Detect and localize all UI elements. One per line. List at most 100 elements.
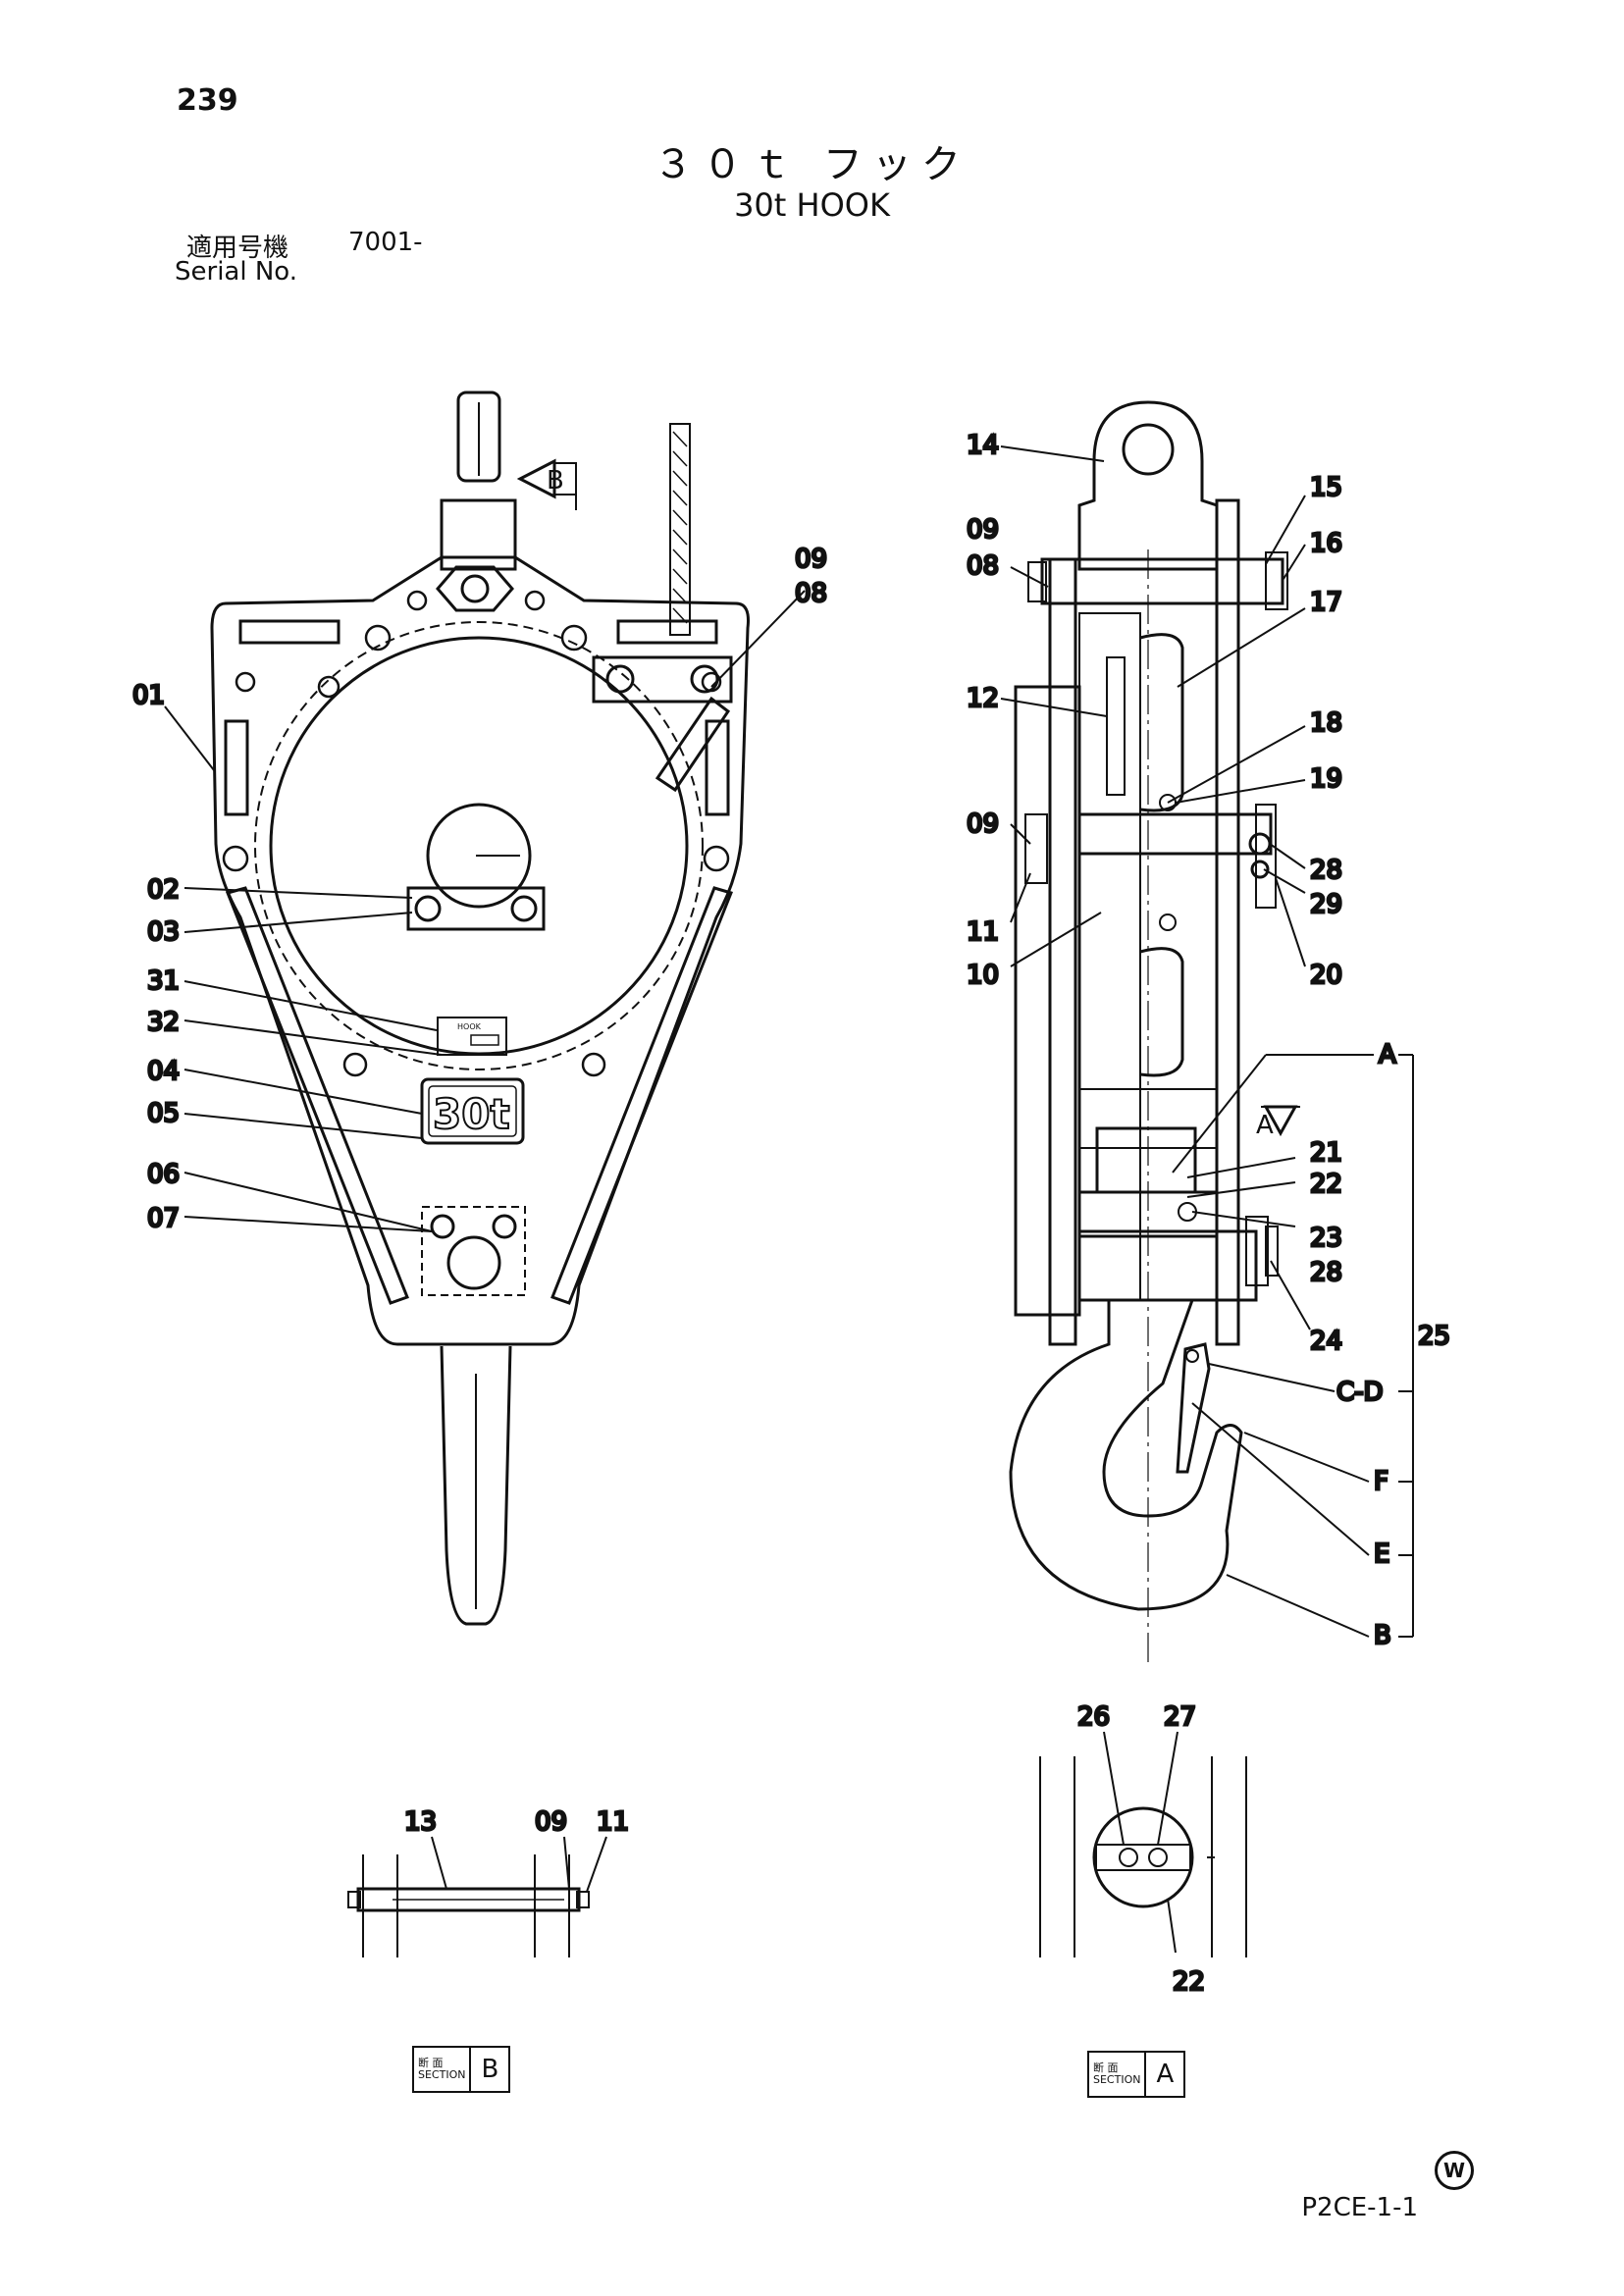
spacer-12 [1106,656,1126,796]
callout-10: 10 [967,961,999,990]
section-a-letter: A [1156,2060,1175,2089]
callout-09-side-top: 09 [967,515,999,545]
bottom-block [421,1206,526,1296]
section-a-drawing [1039,1731,1247,1957]
callout-06: 06 [147,1160,180,1189]
callout-08-side: 08 [967,551,999,581]
sheave-shaft-side [1077,812,1273,856]
callout-08-front: 08 [795,579,827,608]
callout-01: 01 [132,681,165,710]
keeper-plate [1095,1844,1191,1871]
capacity-plate-text: 30t [433,1090,510,1138]
sheave-shaft [426,803,532,909]
callout-28-bottom: 28 [1310,1258,1342,1287]
side-view: A [1009,400,1300,1668]
slot-right [705,719,730,816]
view-a-mark: A [1256,1111,1274,1140]
hook-body [1009,1299,1243,1611]
callout-25: 25 [1418,1322,1450,1351]
callout-F: F [1374,1467,1388,1496]
callout-05: 05 [147,1099,180,1128]
capacity-plate [420,1077,525,1145]
view-b-mark: B [547,466,564,496]
guard-right [550,886,733,1305]
callout-04: 04 [147,1057,180,1086]
callout-07: 07 [147,1204,180,1233]
callout-17: 17 [1310,588,1342,617]
front-leaders [164,590,806,1232]
side-callout-labels: 14 09 08 12 09 11 10 15 16 17 18 19 28 2… [966,430,1452,1652]
top-eye [1077,400,1219,571]
callout-16: 16 [1310,529,1342,558]
callout-11-side: 11 [967,917,999,947]
section-a-word: SECTION [1093,2073,1141,2086]
callout-09-front: 09 [795,545,827,574]
callout-13: 13 [404,1807,437,1837]
callout-20: 20 [1310,961,1342,990]
callout-32: 32 [147,1008,180,1037]
callout-22-section: 22 [1173,1967,1205,1997]
crosshead [1040,557,1284,605]
callout-29: 29 [1310,890,1342,919]
callout-27: 27 [1164,1702,1196,1732]
top-lug [456,391,501,483]
thrust-ring [1092,1806,1194,1908]
callout-22-side: 22 [1310,1170,1342,1199]
hook-tag-text: HOOK [457,1022,482,1031]
page-number: 239 [177,83,238,118]
serial-value: 7001- [348,228,423,257]
callout-24: 24 [1310,1327,1342,1356]
section-a-label: 断 面 SECTION A [1087,2051,1186,2098]
serial-label-en: Serial No. [175,257,297,287]
title-english: 30t HOOK [734,186,890,224]
callout-15: 15 [1310,473,1342,502]
bearing-housing [1095,1126,1197,1194]
section-b-kanji: 断 面 [418,2057,444,2069]
front-callout-labels: 01 02 03 31 32 04 05 06 07 09 08 [131,544,829,1235]
callout-B: B [1374,1621,1391,1650]
callout-09-section: 09 [535,1807,567,1837]
side-plate-outer [1048,557,1077,1346]
callout-14: 14 [967,431,999,460]
rope-socket [592,655,733,704]
side-plate [210,555,750,1346]
callout-09-side: 09 [967,809,999,839]
hook-nut [1077,1229,1258,1302]
section-b-word: SECTION [418,2068,466,2081]
callout-19: 19 [1310,764,1342,794]
guard-left [225,886,409,1305]
title-japanese: ３０ｔ フック [654,142,970,187]
callout-21: 21 [1310,1138,1342,1168]
callout-E: E [1374,1539,1389,1569]
callout-23: 23 [1310,1224,1342,1253]
sheave-profile-top [1139,633,1184,812]
hook-tag [437,1017,507,1056]
wire-rope [669,423,691,636]
safety-latch [1176,1342,1211,1474]
lug-block [440,498,517,571]
callout-28-top: 28 [1310,856,1342,885]
section-b-label: 断 面 SECTION B [412,2046,511,2093]
sheave-profile-bottom [1139,947,1184,1077]
section-a-kanji: 断 面 [1093,2061,1119,2074]
slot-top-left [238,619,341,645]
callout-A: A [1379,1040,1396,1070]
side-leaders [1000,445,1414,1638]
callout-18: 18 [1310,708,1342,738]
callout-31: 31 [147,966,180,996]
top-nut [436,565,514,612]
sheave-housing [1014,685,1081,1317]
callout-03: 03 [147,917,180,947]
callout-02: 02 [147,875,180,905]
serial-label-jp: 適用号機 [186,234,289,263]
publisher-mark: W [1435,2151,1474,2190]
callout-11-section: 11 [597,1807,629,1837]
slot-left [224,719,249,816]
drawing-reference: P2CE-1-1 [1301,2193,1418,2222]
section-b-letter: B [481,2055,499,2084]
front-view: B [210,391,750,1626]
hook-shank [440,1345,512,1626]
shaft-lock-plate [406,886,546,931]
section-b-drawing [347,1836,607,1957]
slot-top-right [616,619,718,645]
